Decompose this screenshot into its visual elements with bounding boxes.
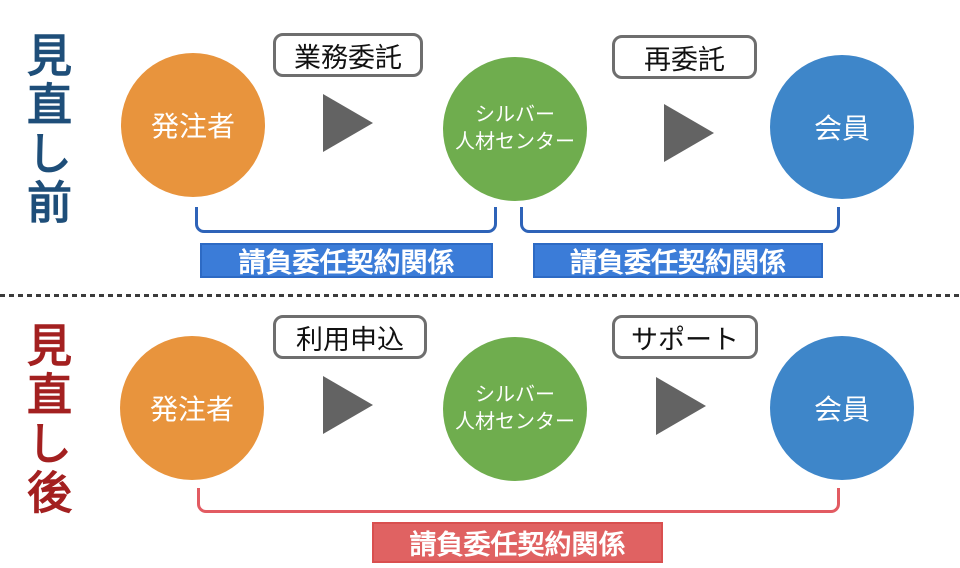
flow-label-business-outsourcing-text: 業務委託: [294, 42, 402, 73]
orderer-circle-before: 発注者: [121, 53, 265, 197]
orderer-label-before: 発注者: [150, 111, 235, 142]
flow-label-use-application-text: 利用申込: [296, 324, 404, 355]
flow-label-use-application: 利用申込: [273, 315, 427, 359]
arrow-right-icon: [323, 376, 373, 434]
member-label-after: 会員: [813, 394, 870, 425]
flow-label-support: サポート: [612, 315, 758, 359]
member-circle-before: 会員: [770, 55, 914, 199]
bracket-after: [197, 488, 840, 513]
flow-label-support-text: サポート: [631, 324, 739, 355]
bracket-left-before: [195, 207, 497, 233]
orderer-circle-after: 発注者: [120, 336, 264, 480]
orderer-label-after: 発注者: [149, 394, 234, 425]
bracket-right-before: [520, 207, 840, 233]
relation-label-right-before-text: 請負委任契約関係: [570, 248, 786, 278]
relation-label-left-before: 請負委任契約関係: [200, 243, 493, 278]
relation-label-right-before: 請負委任契約関係: [533, 243, 823, 278]
section-title-before: 見直し前: [20, 32, 71, 228]
flow-label-re-outsourcing: 再委託: [612, 35, 757, 79]
center-circle-after: シルバー 人材センター: [443, 337, 587, 481]
arrow-right-icon: [664, 104, 714, 162]
relation-label-after-text: 請負委任契約関係: [409, 530, 626, 560]
member-circle-after: 会員: [770, 336, 914, 480]
member-label-before: 会員: [813, 113, 870, 144]
section-divider: [0, 294, 960, 297]
arrow-right-icon: [656, 377, 706, 435]
section-title-after: 見直し後: [20, 322, 71, 518]
arrow-right-icon: [323, 94, 373, 152]
relation-label-after: 請負委任契約関係: [372, 522, 663, 563]
flow-label-business-outsourcing: 業務委託: [273, 33, 423, 77]
center-label-before: シルバー 人材センター: [455, 104, 575, 153]
center-circle-before: シルバー 人材センター: [443, 57, 587, 201]
center-label-after: シルバー 人材センター: [455, 384, 575, 433]
flow-label-re-outsourcing-text: 再委託: [644, 44, 725, 75]
relation-label-left-before-text: 請負委任契約関係: [238, 248, 455, 278]
